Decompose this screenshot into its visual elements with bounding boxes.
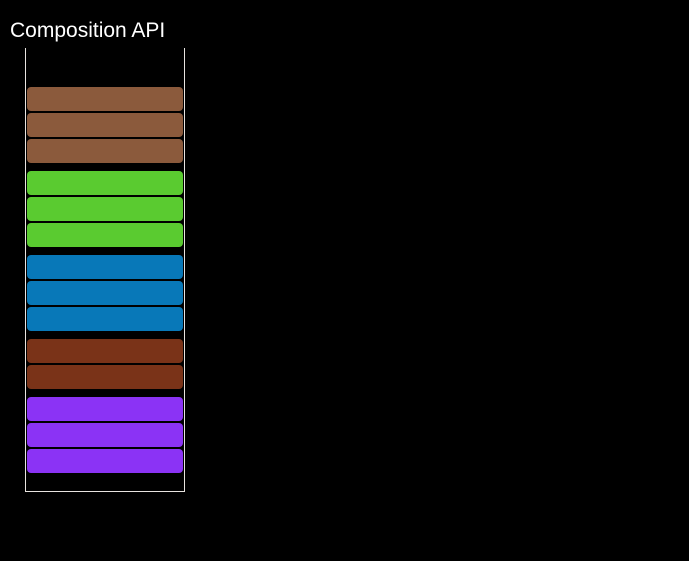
bar-row[interactable]: [27, 281, 183, 305]
bar-row[interactable]: [27, 139, 183, 163]
bar-row[interactable]: [27, 449, 183, 473]
bar-row[interactable]: [27, 223, 183, 247]
page-title: Composition API: [10, 19, 166, 42]
bar-row[interactable]: [27, 423, 183, 447]
rust-group: [27, 339, 183, 389]
bar-row[interactable]: [27, 197, 183, 221]
bar-list: [27, 48, 183, 491]
purple-group: [27, 397, 183, 473]
bar-row[interactable]: [27, 113, 183, 137]
green-group: [27, 171, 183, 247]
blue-group: [27, 255, 183, 331]
bar-row[interactable]: [27, 397, 183, 421]
brown-group: [27, 87, 183, 163]
bar-row[interactable]: [27, 171, 183, 195]
bar-row[interactable]: [27, 255, 183, 279]
bar-row[interactable]: [27, 87, 183, 111]
bar-container: [25, 48, 185, 492]
bar-row[interactable]: [27, 365, 183, 389]
bar-row[interactable]: [27, 307, 183, 331]
bar-row[interactable]: [27, 339, 183, 363]
